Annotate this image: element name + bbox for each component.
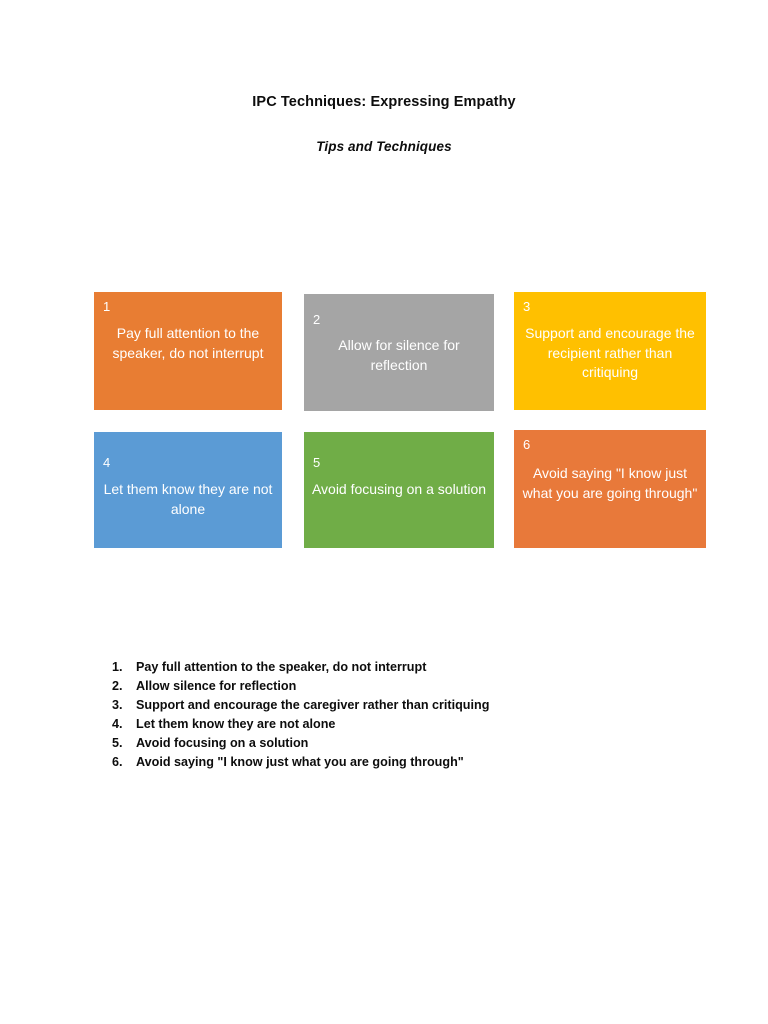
technique-card-4: 4 Let them know they are not alone: [94, 432, 282, 548]
list-item-text: Let them know they are not alone: [136, 717, 336, 731]
card-number-1: 1: [103, 299, 111, 314]
list-item: 2. Allow silence for reflection: [112, 677, 672, 696]
list-item-marker: 4.: [112, 717, 123, 731]
list-item-marker: 2.: [112, 679, 123, 693]
list-item: 3. Support and encourage the caregiver r…: [112, 696, 672, 715]
card-text-6: Avoid saying "I know just what you are g…: [522, 465, 698, 501]
list-item-text: Allow silence for reflection: [136, 679, 297, 693]
card-text-5: Avoid focusing on a solution: [311, 481, 487, 497]
list-item-marker: 5.: [112, 736, 123, 750]
page-title: IPC Techniques: Expressing Empathy: [252, 94, 516, 110]
list-item-text: Avoid saying "I know just what you are g…: [136, 755, 464, 769]
card-text-3: Support and encourage the recipient rath…: [525, 325, 695, 380]
technique-card-2: 2 Allow for silence for reflection: [304, 294, 494, 411]
list-item: 1. Pay full attention to the speaker, do…: [112, 658, 672, 677]
technique-card-grid: 1 Pay full attention to the speaker, do …: [94, 292, 706, 548]
card-number-5: 5: [313, 455, 321, 470]
card-number-4: 4: [103, 455, 111, 470]
technique-card-1: 1 Pay full attention to the speaker, do …: [94, 292, 282, 410]
list-item-marker: 1.: [112, 660, 123, 674]
list-item-marker: 3.: [112, 698, 123, 712]
list-item: 5. Avoid focusing on a solution: [112, 734, 672, 753]
list-item: 6. Avoid saying "I know just what you ar…: [112, 753, 672, 772]
card-number-2: 2: [313, 312, 321, 327]
card-text-4: Let them know they are not alone: [103, 481, 273, 517]
list-item-text: Avoid focusing on a solution: [136, 736, 309, 750]
card-number-6: 6: [523, 437, 531, 452]
technique-card-3: 3 Support and encourage the recipient ra…: [514, 292, 706, 410]
card-text-1: Pay full attention to the speaker, do no…: [112, 325, 264, 361]
summary-numbered-list: 1. Pay full attention to the speaker, do…: [112, 658, 672, 772]
card-number-3: 3: [523, 299, 531, 314]
technique-card-6: 6 Avoid saying "I know just what you are…: [514, 430, 706, 548]
list-item-text: Support and encourage the caregiver rath…: [136, 698, 490, 712]
list-item-text: Pay full attention to the speaker, do no…: [136, 660, 427, 674]
list-item: 4. Let them know they are not alone: [112, 715, 672, 734]
card-text-2: Allow for silence for reflection: [338, 337, 460, 373]
list-item-marker: 6.: [112, 755, 123, 769]
page-subtitle: Tips and Techniques: [316, 139, 452, 154]
technique-card-5: 5 Avoid focusing on a solution: [304, 432, 494, 548]
